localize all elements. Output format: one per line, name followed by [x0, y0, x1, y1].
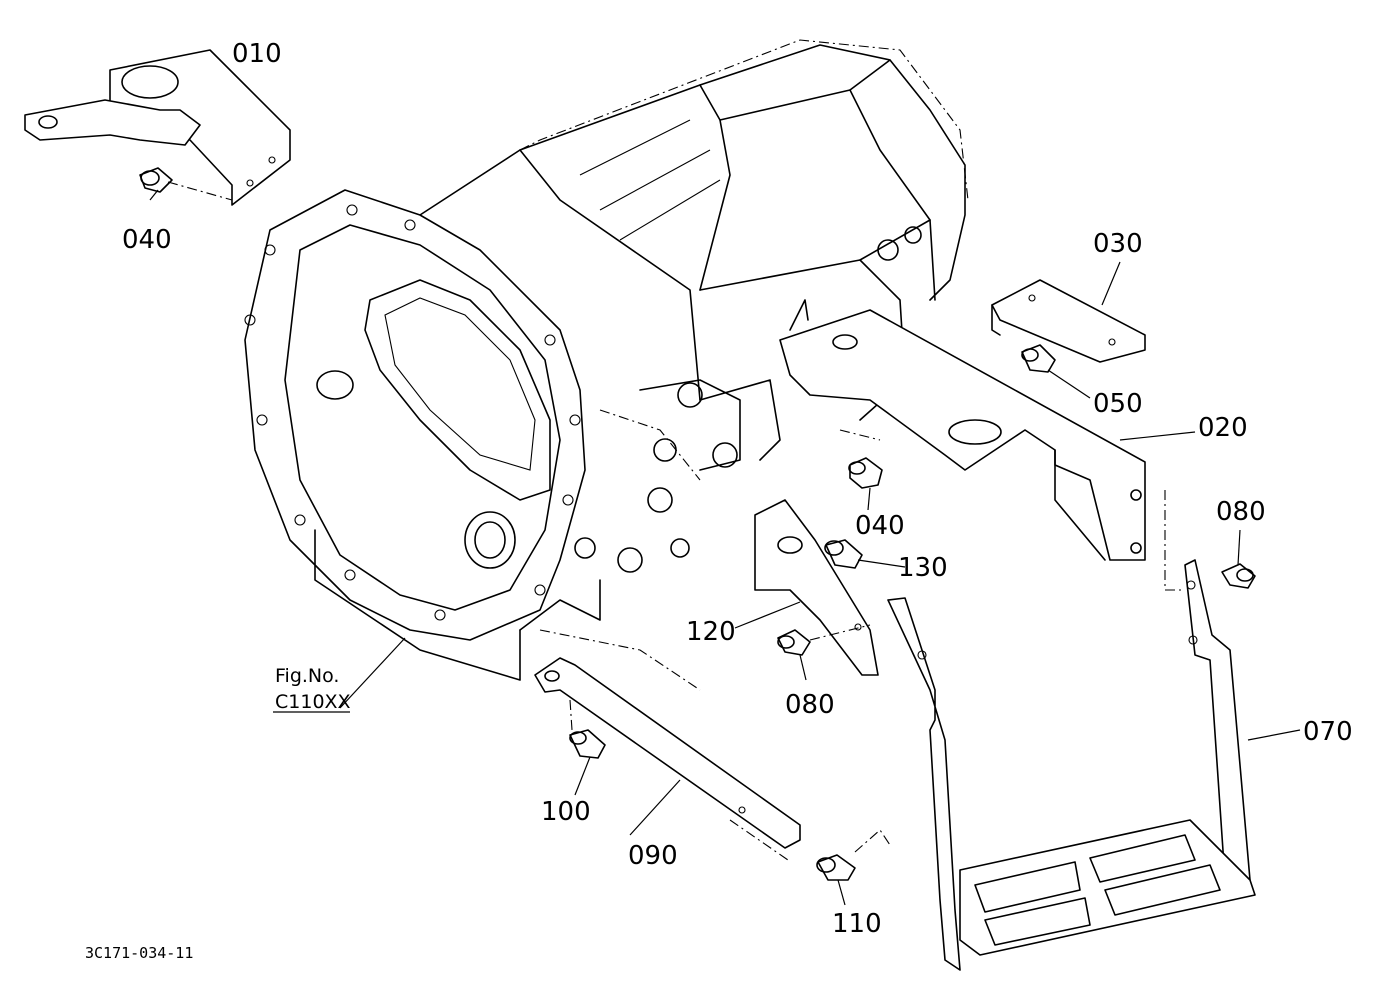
label-030: 030	[1093, 229, 1143, 259]
label-080-right: 080	[1216, 497, 1266, 527]
leader-lines	[149, 67, 1301, 906]
label-050: 050	[1093, 389, 1143, 419]
part-090-bar	[534, 657, 801, 861]
label-040-upper: 040	[122, 225, 172, 255]
part-labels: 010 040 030 050 020 040 080 130 120 080 …	[122, 39, 1353, 939]
drawing-code: 3C171-034-11	[85, 944, 193, 962]
label-130: 130	[898, 553, 948, 583]
label-010: 010	[232, 39, 282, 69]
label-020: 020	[1198, 413, 1248, 443]
label-100: 100	[541, 797, 591, 827]
part-010-bracket	[24, 49, 291, 206]
label-120: 120	[686, 617, 736, 647]
transmission-housing	[244, 39, 969, 691]
label-090: 090	[628, 841, 678, 871]
fig-label: Fig.No.	[275, 665, 339, 687]
part-130-bolt	[824, 539, 863, 569]
part-120-arm	[754, 499, 879, 676]
part-020-bracket	[779, 299, 1146, 561]
part-050-bolt	[1021, 344, 1056, 373]
part-070-step	[887, 490, 1256, 971]
label-040-lower: 040	[855, 511, 905, 541]
label-070: 070	[1303, 717, 1353, 747]
label-080-left: 080	[785, 690, 835, 720]
fig-number: C110XX	[275, 691, 351, 713]
label-110: 110	[832, 909, 882, 939]
part-040-bolt-lower	[848, 457, 883, 489]
figure-reference: Fig.No. C110XX	[273, 665, 351, 713]
part-080-bolt-left	[777, 624, 871, 656]
part-080-bolt-right	[1221, 563, 1256, 589]
part-100-bolt	[569, 699, 606, 759]
part-110-bolt	[816, 829, 891, 881]
part-030-plate	[991, 279, 1146, 363]
part-040-bolt-upper	[139, 167, 233, 201]
